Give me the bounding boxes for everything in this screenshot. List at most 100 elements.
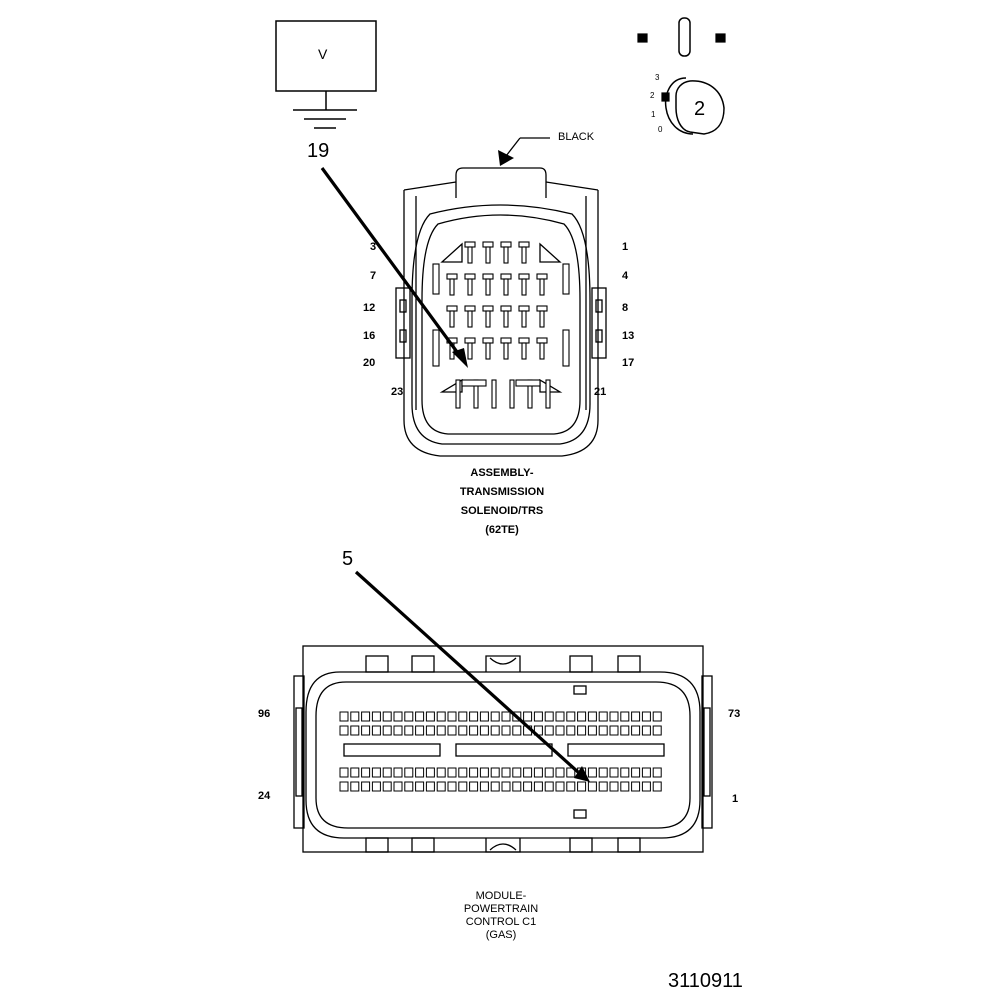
pcm-pin-cavity <box>544 781 554 792</box>
selector-position-label: 2 <box>650 91 655 100</box>
selector-position-label: 0 <box>658 125 663 134</box>
terminal-blade <box>491 379 497 409</box>
terminal-blade <box>521 342 527 360</box>
caption-line: POWERTRAIN <box>463 903 539 915</box>
pcm-pin-cavity <box>620 711 630 722</box>
pcm-pin-cavity <box>577 781 587 792</box>
pcm-pin-cavity <box>533 781 543 792</box>
pcm-pin-cavity <box>469 725 479 736</box>
pcm-pin-cavity <box>479 767 489 778</box>
pcm-pin-cavity <box>339 711 349 722</box>
pcm-pin-cavity <box>382 725 392 736</box>
pcm-pin-cavity <box>512 725 522 736</box>
pcm-pin-cavity <box>458 711 468 722</box>
pcm-pin-cavity <box>587 711 597 722</box>
pcm-connector-caption: MODULE- POWERTRAIN CONTROL C1 (GAS) <box>436 890 566 942</box>
terminal-blade <box>485 278 491 296</box>
pcm-pin-cavity <box>350 725 360 736</box>
pcm-pin-cavity <box>490 725 500 736</box>
pcm-pin-cavity <box>382 781 392 792</box>
pcm-pin-cavity <box>501 767 511 778</box>
terminal-tab <box>500 305 512 312</box>
pcm-pin-cavity <box>436 767 446 778</box>
terminal-blade <box>485 246 491 264</box>
pcm-pin-cavity <box>469 781 479 792</box>
pcm-pin-cavity <box>425 725 435 736</box>
cavity-label-right: 8 <box>622 302 629 314</box>
cavity-label-left: 7 <box>370 270 377 282</box>
transmission-connector <box>395 167 607 457</box>
pcm-pin-cavity <box>490 781 500 792</box>
terminal-blade <box>521 310 527 328</box>
caption-line: (62TE) <box>485 524 519 536</box>
pcm-pin-cavity <box>641 711 651 722</box>
terminal-blade <box>562 263 570 295</box>
terminal-blade <box>432 263 440 295</box>
pcm-pin-cavity <box>415 767 425 778</box>
caption-line: TRANSMISSION <box>459 486 545 498</box>
terminal-tab <box>515 379 541 387</box>
terminal-blade <box>503 278 509 296</box>
pcm-pin-cavity <box>436 725 446 736</box>
pcm-pin-cavity <box>361 781 371 792</box>
pcm-pin-cavity <box>458 725 468 736</box>
pcm-pin-cavity <box>501 725 511 736</box>
pcm-pin-cavity <box>393 711 403 722</box>
terminal-tab <box>464 305 476 312</box>
pcm-terminals <box>339 711 662 792</box>
pcm-pin-cavity <box>371 767 381 778</box>
pcm-pin-cavity <box>361 725 371 736</box>
pcm-pin-cavity <box>620 767 630 778</box>
pcm-pin-cavity <box>447 725 457 736</box>
cavity-label-left: 16 <box>363 330 376 342</box>
pcm-pin-cavity <box>620 725 630 736</box>
pcm-pin-cavity <box>544 725 554 736</box>
pcm-pin-cavity <box>415 725 425 736</box>
cavity-label-right: 1 <box>622 241 629 253</box>
pcm-pin-cavity <box>371 711 381 722</box>
pcm-pin-cavity <box>631 711 641 722</box>
pcm-pin-cavity <box>447 711 457 722</box>
probe-lead-19 <box>320 167 468 368</box>
pcm-pin-cavity <box>577 725 587 736</box>
pcm-pin-cavity <box>393 781 403 792</box>
pcm-pin-cavity <box>436 781 446 792</box>
pcm-pin-cavity <box>404 781 414 792</box>
voltmeter-symbol <box>275 20 377 129</box>
pcm-pin-cavity <box>512 781 522 792</box>
pcm-pin-cavity <box>371 781 381 792</box>
terminal-blade <box>449 310 455 328</box>
terminal-blade <box>539 310 545 328</box>
pcm-pin-cavity <box>501 781 511 792</box>
pcm-pin-cavity <box>631 725 641 736</box>
terminal-tab <box>482 337 494 344</box>
cavity-label-left: 20 <box>363 357 376 369</box>
pcm-pin-cavity <box>350 711 360 722</box>
pcm-pin-cavity <box>641 767 651 778</box>
pcm-pin-cavity <box>533 711 543 722</box>
terminal-tab <box>500 241 512 248</box>
pcm-pin-cavity <box>382 711 392 722</box>
pcm-pin-cavity <box>587 781 597 792</box>
pcm-cavity-label-left: 96 <box>258 708 271 720</box>
terminal-blade <box>467 342 473 360</box>
cavity-label-right: 13 <box>622 330 635 342</box>
terminal-blade <box>449 278 455 296</box>
pcm-pin-cavity <box>566 781 576 792</box>
terminal-blade <box>539 342 545 360</box>
pcm-pin-cavity <box>609 781 619 792</box>
wire-color-label: BLACK <box>558 131 595 143</box>
cavity-label-right: 21 <box>594 386 607 398</box>
caption-line: (GAS) <box>485 929 517 941</box>
terminal-tab <box>536 305 548 312</box>
pcm-pin-cavity <box>566 725 576 736</box>
terminal-tab <box>536 337 548 344</box>
terminal-blade <box>562 329 570 367</box>
pcm-pin-cavity <box>631 767 641 778</box>
pcm-pin-cavity <box>350 781 360 792</box>
pcm-pin-cavity <box>523 767 533 778</box>
terminal-tab <box>518 273 530 280</box>
terminal-blade <box>521 278 527 296</box>
selector-selected-value: 2 <box>694 98 706 120</box>
terminal-tab <box>482 305 494 312</box>
